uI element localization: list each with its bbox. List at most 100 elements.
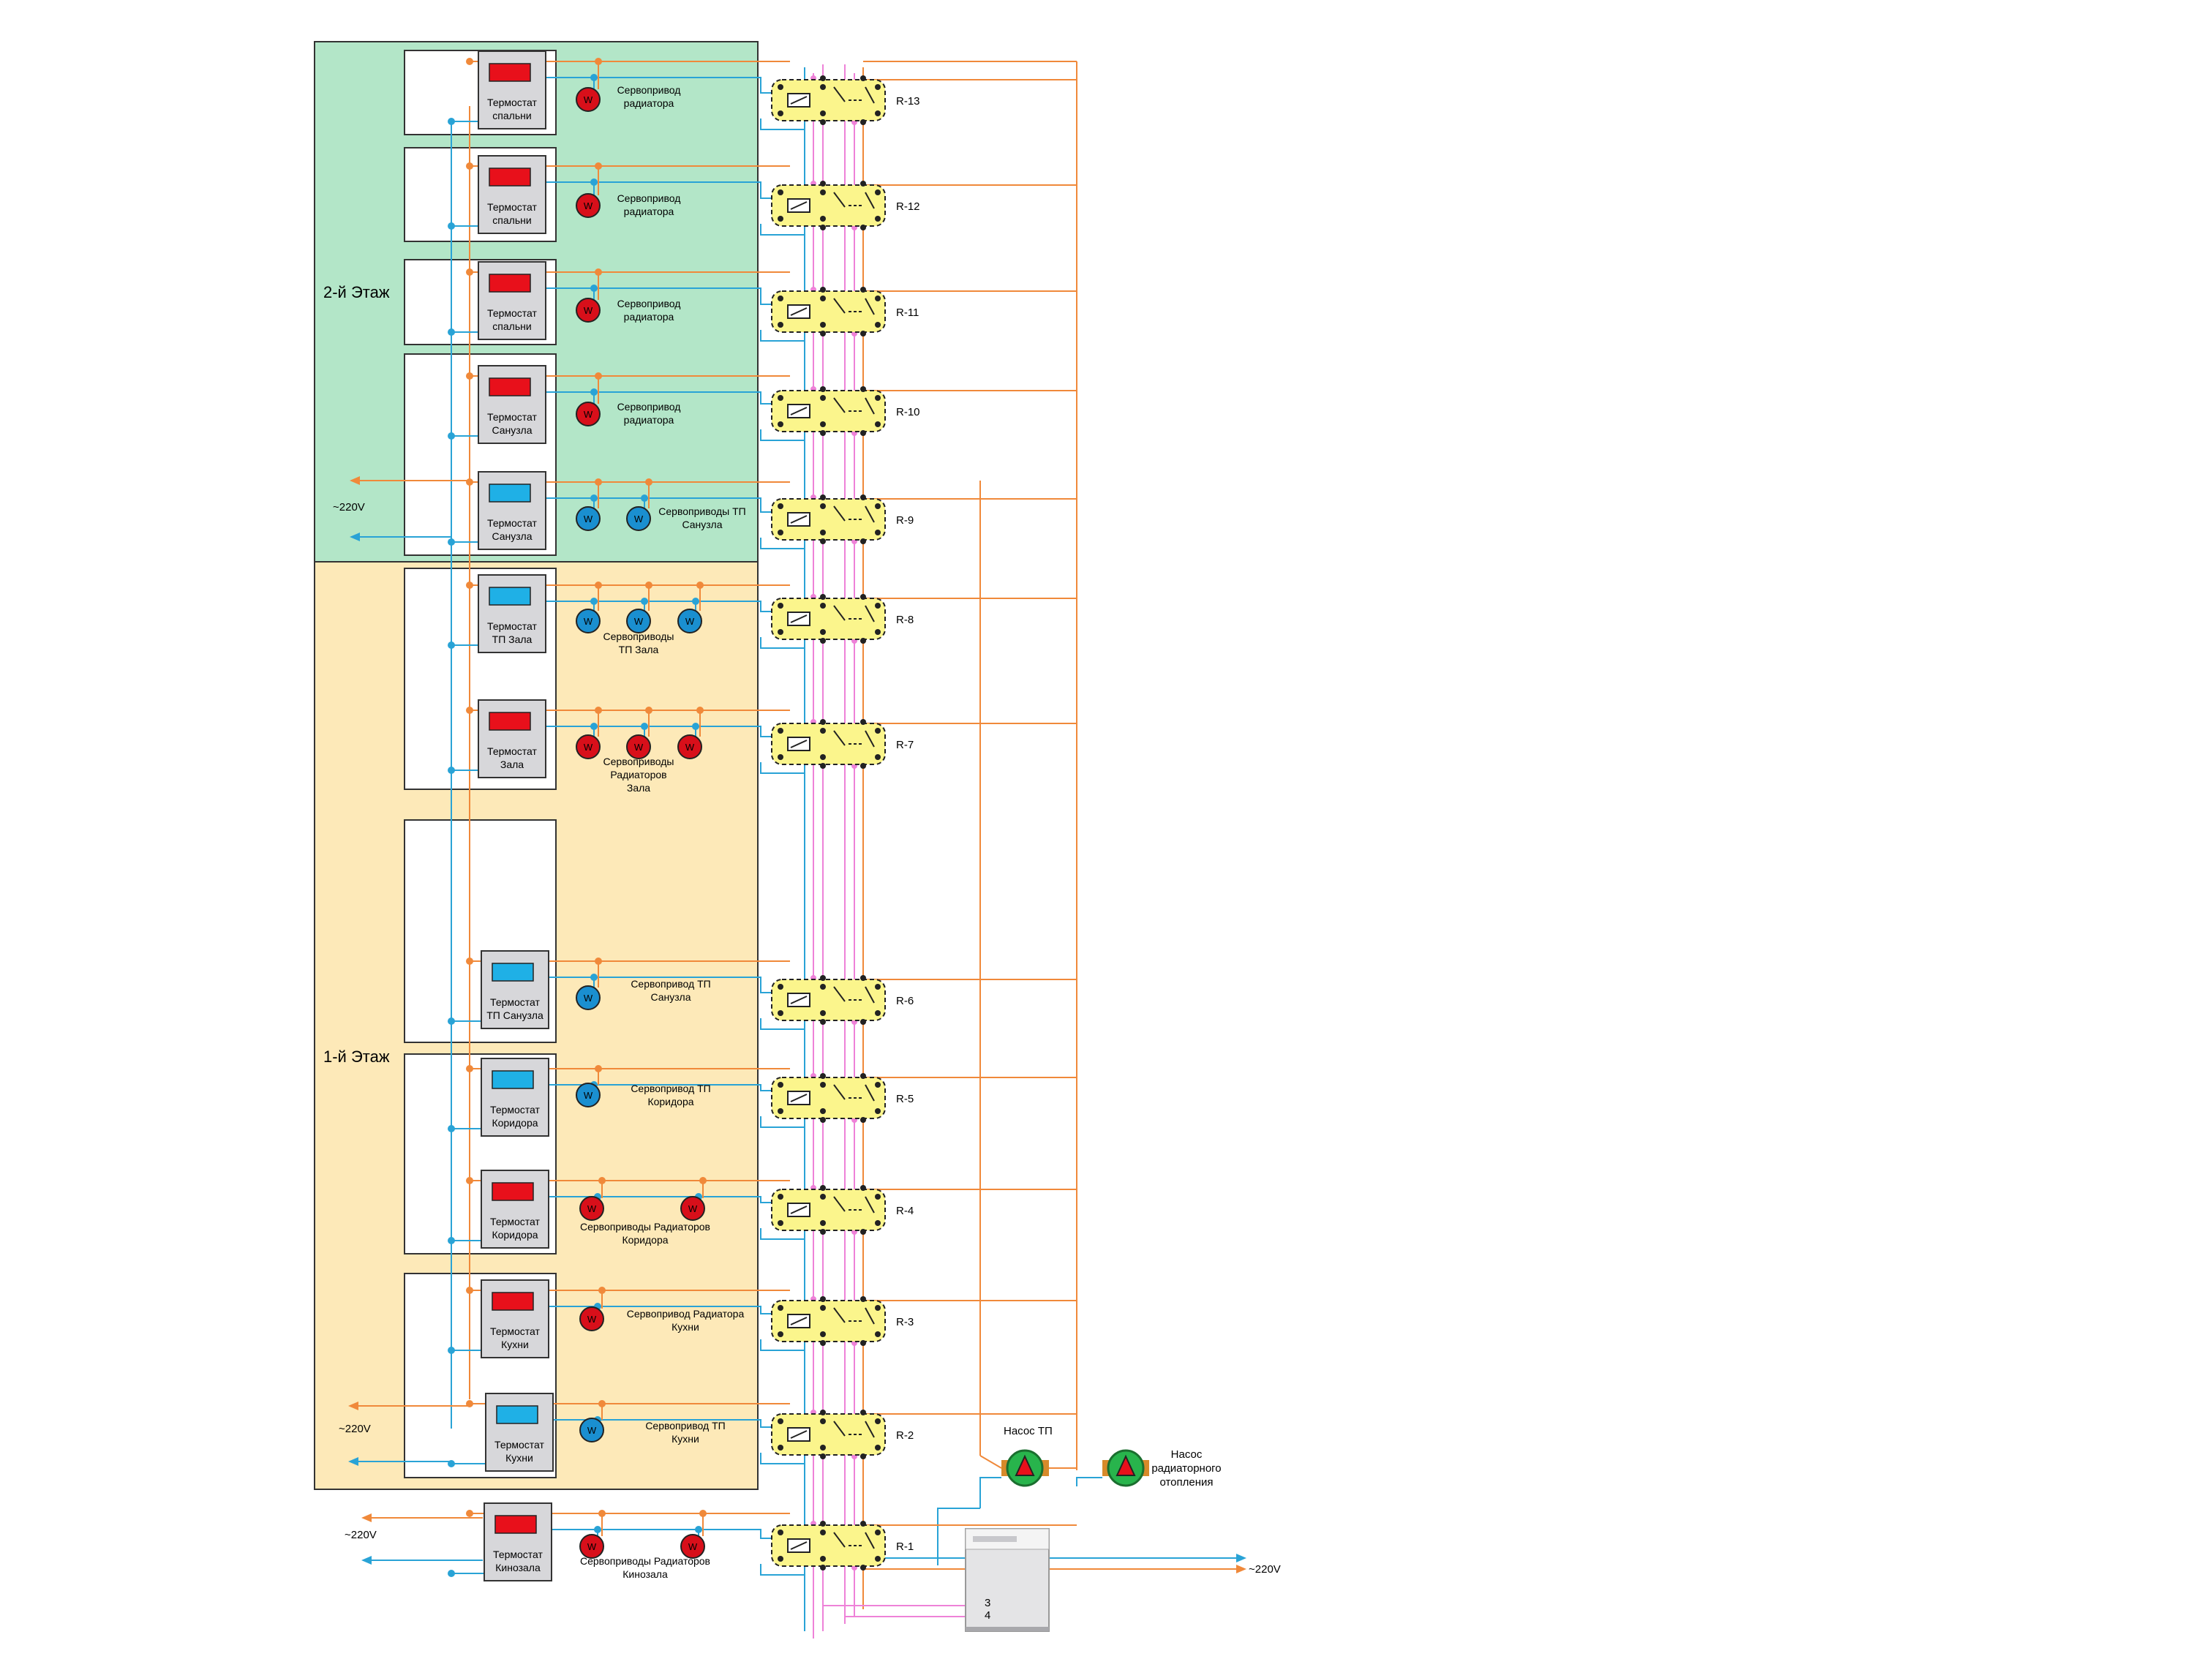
thermostat-room: ТП Санузла — [486, 1009, 543, 1021]
valve-symbol: W — [584, 409, 593, 420]
wire — [1049, 1467, 1077, 1470]
wire — [865, 1532, 875, 1549]
wire — [865, 1196, 875, 1214]
thermostat-label: Термостат — [487, 620, 537, 632]
relay-label: R-3 — [896, 1316, 914, 1328]
valve-symbol: W — [587, 1425, 597, 1436]
relay-terminal — [778, 1331, 783, 1337]
wire — [833, 605, 846, 621]
actuator-label: Сервопривод — [617, 84, 681, 96]
valve-symbol: W — [584, 514, 593, 524]
junction-dot — [598, 1177, 606, 1184]
actuator-label: Коридора — [622, 1234, 668, 1246]
junction-dot — [696, 707, 704, 714]
relay-terminal — [820, 530, 826, 535]
junction-dot — [590, 74, 598, 81]
relay-terminal — [820, 1530, 826, 1535]
valve-actuator-icon — [576, 193, 601, 218]
relay-terminal — [778, 1530, 783, 1535]
wire — [865, 1307, 875, 1325]
valve-symbol: W — [685, 616, 695, 627]
relay-terminal — [820, 975, 826, 981]
valve-symbol: W — [584, 305, 593, 316]
valve-actuator-icon — [677, 734, 702, 759]
relay-terminal — [820, 1418, 826, 1424]
boiler: 3 4 — [965, 1528, 1050, 1632]
relay-terminal — [820, 1410, 826, 1415]
wire — [760, 224, 805, 236]
junction-dot — [590, 178, 598, 186]
thermostat-label: Термостат — [490, 1325, 540, 1337]
relay-terminal — [860, 1453, 866, 1459]
thermostat-room: Кухни — [505, 1452, 533, 1464]
junction-dot — [598, 1510, 606, 1517]
wire — [833, 505, 846, 522]
actuator-label: радиатора — [624, 311, 674, 323]
actuator-label: Сервоприводы Радиаторов — [580, 1555, 710, 1567]
relay-terminal — [820, 225, 826, 230]
pump-arrow-icon — [1015, 1454, 1035, 1476]
relay-terminal — [875, 754, 881, 760]
relay-terminal — [875, 530, 881, 535]
junction-dot — [448, 1125, 455, 1132]
junction-dot — [448, 1347, 455, 1354]
wire — [760, 538, 805, 549]
wire — [790, 515, 808, 524]
thermostat-room: Санузла — [492, 530, 532, 542]
junction-dot — [590, 388, 598, 396]
valve-symbol: W — [584, 1090, 593, 1101]
wire — [790, 201, 808, 210]
relay-body — [771, 184, 886, 227]
relay-label: R-4 — [896, 1205, 914, 1217]
wire — [790, 996, 808, 1004]
wire — [760, 637, 805, 649]
junction-dot — [448, 328, 455, 336]
actuator-label: радиатора — [624, 97, 674, 109]
wire — [790, 1317, 808, 1325]
valve-symbol: W — [634, 616, 644, 627]
wire — [760, 1339, 805, 1351]
relay-terminal — [875, 1530, 881, 1535]
relay-terminal — [778, 189, 783, 195]
relay-terminal — [820, 75, 826, 81]
relay-terminal — [820, 421, 826, 427]
pump-radiator-line-3: отопления — [1159, 1476, 1213, 1489]
thermostat-display — [492, 1182, 534, 1201]
thermostat-label: Термостат — [490, 1104, 540, 1116]
arrow-icon — [350, 533, 360, 541]
actuator-label: Санузла — [682, 519, 722, 530]
relay-terminal — [820, 181, 826, 187]
junction-dot — [590, 598, 598, 605]
relay-terminal — [875, 1220, 881, 1226]
relay-terminal — [875, 728, 881, 734]
thermostat-label: Термостат — [487, 745, 537, 757]
wire — [760, 1564, 805, 1576]
relay-terminal — [778, 1108, 783, 1114]
relay-terminal — [875, 503, 881, 509]
relay-terminal — [820, 728, 826, 734]
wire — [546, 391, 775, 405]
thermostat-display — [489, 484, 531, 503]
valve-actuator-icon — [579, 1196, 604, 1221]
relay-terminal — [820, 1073, 826, 1079]
wire — [979, 1477, 1001, 1508]
relay-terminal — [820, 1453, 826, 1459]
valve-actuator-icon — [626, 506, 651, 531]
wire — [865, 1421, 875, 1438]
relay-terminal — [860, 119, 866, 125]
relay-terminal — [820, 1556, 826, 1562]
relay-10 — [771, 1185, 886, 1235]
relay-terminal — [820, 84, 826, 90]
actuator-label: Сервопривод — [617, 298, 681, 309]
relay-terminal — [875, 1445, 881, 1451]
thermostat-display — [489, 712, 531, 731]
relay-terminal — [820, 287, 826, 293]
